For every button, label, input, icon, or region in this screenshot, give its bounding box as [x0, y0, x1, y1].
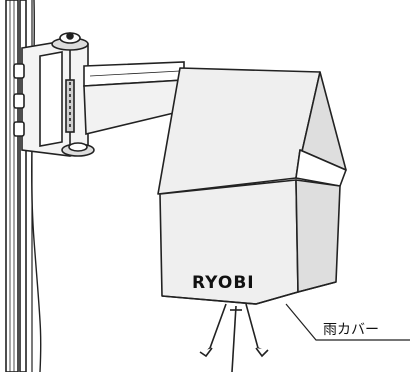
callout-leader	[285, 303, 410, 341]
callout-label-rain-cover: 雨カバー	[323, 322, 379, 338]
pole-clamp	[13, 32, 95, 157]
stand-legs	[199, 303, 269, 372]
brand-logo: RYOBI	[192, 273, 255, 293]
cover-body-side	[295, 179, 341, 293]
rain-cover	[157, 67, 347, 305]
support-arm	[83, 61, 185, 136]
